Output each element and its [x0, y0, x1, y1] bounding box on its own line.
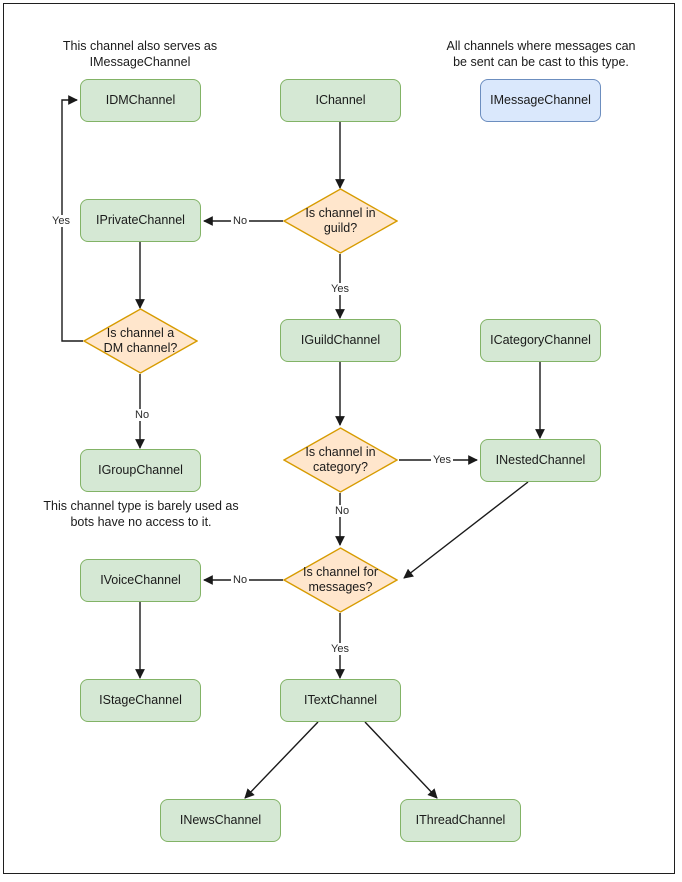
- edge-itext-to-inews: [244, 721, 319, 799]
- edge-label-dm-yes: Yes: [50, 215, 72, 227]
- edge-label-guild-no: No: [231, 215, 250, 227]
- note-message-channel: All channels where messages can be sent …: [446, 39, 636, 69]
- decision-label: Is channel for messages?: [302, 565, 379, 594]
- node-idm-channel[interactable]: IDMChannel: [80, 79, 201, 122]
- edge-label-messages-yes: Yes: [329, 643, 351, 655]
- node-imessage-channel[interactable]: IMessageChannel: [480, 79, 601, 122]
- node-icategory-channel[interactable]: ICategoryChannel: [480, 319, 601, 362]
- diamond-shape: [283, 427, 398, 493]
- diamond-shape: [83, 308, 198, 374]
- node-ithread-channel[interactable]: IThreadChannel: [400, 799, 521, 842]
- node-itext-channel[interactable]: ITextChannel: [280, 679, 401, 722]
- decision-is-channel-in-guild[interactable]: Is channel in guild?: [283, 188, 398, 254]
- edge-inested-to-for-messages: [403, 481, 529, 579]
- node-ivoice-channel[interactable]: IVoiceChannel: [80, 559, 201, 602]
- node-inews-channel[interactable]: INewsChannel: [160, 799, 281, 842]
- node-ichannel[interactable]: IChannel: [280, 79, 401, 122]
- decision-is-channel-in-category[interactable]: Is channel in category?: [283, 427, 398, 493]
- decision-label: Is channel a DM channel?: [103, 326, 178, 355]
- node-iguild-channel[interactable]: IGuildChannel: [280, 319, 401, 362]
- diamond-shape: [283, 188, 398, 254]
- decision-label: Is channel in guild?: [305, 206, 376, 235]
- node-iprivate-channel[interactable]: IPrivateChannel: [80, 199, 201, 242]
- edge-label-messages-no: No: [231, 574, 250, 586]
- edge-itext-to-ithread: [364, 721, 438, 799]
- note-dm-channel: This channel also serves as IMessageChan…: [62, 39, 218, 69]
- edge-label-category-yes: Yes: [431, 454, 453, 466]
- node-inested-channel[interactable]: INestedChannel: [480, 439, 601, 482]
- edge-label-dm-no: No: [133, 409, 152, 421]
- decision-is-channel-a-dm-channel[interactable]: Is channel a DM channel?: [83, 308, 198, 374]
- node-istage-channel[interactable]: IStageChannel: [80, 679, 201, 722]
- node-igroup-channel[interactable]: IGroupChannel: [80, 449, 201, 492]
- diamond-shape: [283, 547, 398, 613]
- note-group-channel: This channel type is barely used as bots…: [43, 499, 239, 529]
- decision-label: Is channel in category?: [305, 445, 376, 474]
- decision-is-channel-for-messages[interactable]: Is channel for messages?: [283, 547, 398, 613]
- edge-label-category-no: No: [333, 505, 352, 517]
- edge-label-guild-yes: Yes: [329, 283, 351, 295]
